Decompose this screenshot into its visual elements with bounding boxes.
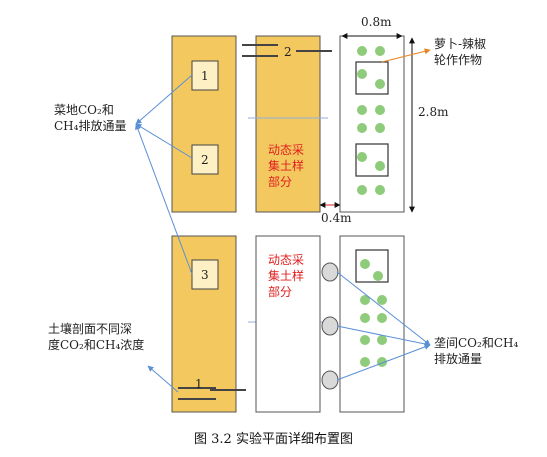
crop-dot <box>375 123 385 133</box>
crop-box-top-2 <box>355 143 389 177</box>
arrow-flux-to-chamber2 <box>135 123 193 159</box>
arrow-plant-flux-1 <box>336 271 431 346</box>
crop-dot <box>360 313 370 323</box>
crop-dot <box>375 185 385 195</box>
field-flux-label-1: 菜地CO₂和 <box>54 103 114 117</box>
figure-caption: 图 3.2 实验平面详细布置图 <box>194 432 353 447</box>
sensor-top-label: 2 <box>284 45 292 59</box>
field-flux-label-2: CH₄排放通量 <box>54 119 127 133</box>
crop-dot <box>357 105 367 115</box>
crop-dot <box>375 105 385 115</box>
chamber-2-label: 2 <box>201 153 209 167</box>
bottom-dynamic-sampling-plot <box>255 235 321 413</box>
chamber-3 <box>191 259 219 290</box>
crop-dot <box>375 46 385 56</box>
crop-dot <box>377 335 387 345</box>
crop-rotation-label-1: 萝卜-辣椒 <box>434 37 487 51</box>
top-dynamic-label-1: 动态采 <box>268 143 305 157</box>
crop-dot <box>377 313 387 323</box>
crop-dot <box>375 79 385 89</box>
top-dynamic-label-3: 部分 <box>268 175 293 189</box>
arrow-profile <box>147 365 179 393</box>
top-dynamic-label-2: 集土样 <box>268 159 305 173</box>
crop-box-bottom-1 <box>355 249 389 283</box>
crop-dot <box>357 69 367 79</box>
crop-dot <box>373 271 383 281</box>
crop-dot <box>360 259 370 269</box>
arrow-flux-to-chamber1 <box>135 74 193 125</box>
bottom-dynamic-label-1: 动态采 <box>268 253 305 267</box>
chamber-3-label: 3 <box>201 268 209 282</box>
crop-dot <box>360 295 370 305</box>
crop-dot <box>357 152 367 162</box>
soil-profile-label-2: 度CO₂和CH₄浓度 <box>48 338 145 352</box>
crop-dots-bottom <box>360 259 387 367</box>
arrow-plant-flux-2 <box>336 325 431 347</box>
dim-gap-label: 0.4m <box>321 211 352 225</box>
sensor-bottom-label: 1 <box>195 377 203 391</box>
bottom-dynamic-label-3: 部分 <box>268 285 293 299</box>
crop-box-top-1 <box>355 61 389 95</box>
arrow-plant-flux-3 <box>336 344 431 381</box>
dim-width-label: 0.8m <box>361 15 392 29</box>
crop-dot <box>357 46 367 56</box>
plant-flux-label-2: 排放通量 <box>434 352 483 366</box>
chamber-2 <box>191 144 219 175</box>
soil-profile-label-1: 土壤剖面不同深 <box>48 322 133 336</box>
bottom-crop-plot <box>339 235 405 413</box>
crop-dot <box>360 357 370 367</box>
chamber-1 <box>191 60 219 91</box>
top-dynamic-sampling-plot <box>255 35 321 213</box>
chamber-1-label: 1 <box>201 69 209 83</box>
gray-chamber-2 <box>321 316 339 336</box>
arrow-crop <box>381 48 431 63</box>
crop-dot <box>375 161 385 171</box>
crop-dot <box>360 335 370 345</box>
arrow-flux-to-chamber3 <box>135 123 193 275</box>
gray-chamber-3 <box>321 370 339 390</box>
crop-dots-top <box>357 46 385 195</box>
dim-height-label: 2.8m <box>418 105 449 119</box>
plant-flux-label-1: 垄间CO₂和CH₄ <box>434 336 519 350</box>
crop-dot <box>357 185 367 195</box>
gray-chamber-1 <box>321 262 339 282</box>
crop-dot <box>377 295 387 305</box>
crop-rotation-label-2: 轮作作物 <box>434 53 483 67</box>
bottom-dynamic-label-2: 集土样 <box>268 269 305 283</box>
crop-dot <box>357 123 367 133</box>
